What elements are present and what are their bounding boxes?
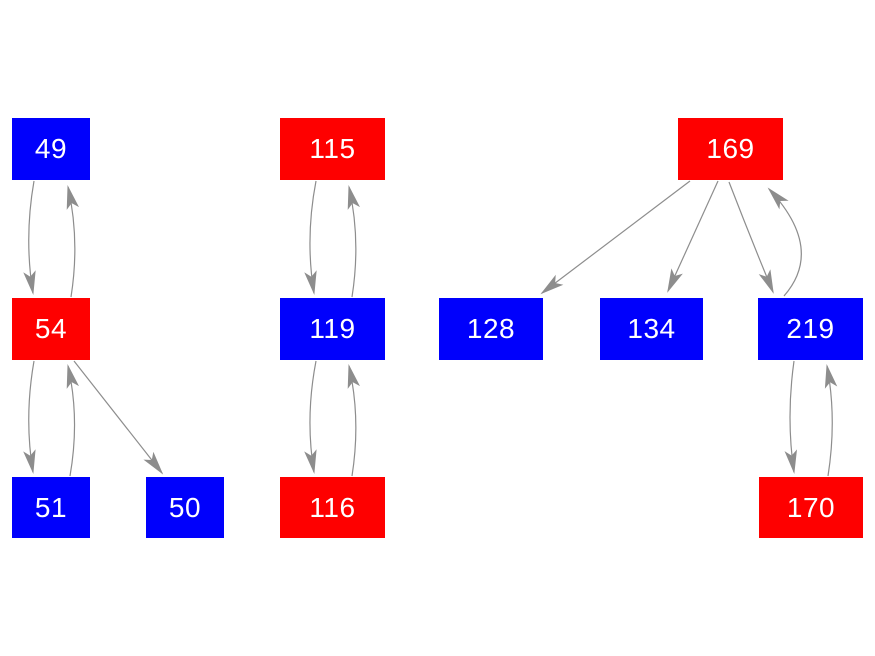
edge-119-115: [347, 185, 360, 298]
edge-116-119: [347, 364, 360, 477]
node-label: 128: [466, 313, 516, 344]
edge-170-219: [824, 364, 838, 477]
edge-219-170: [784, 360, 798, 474]
node-119: 119: [280, 298, 385, 360]
node-label: 169: [706, 133, 755, 164]
edge-169-128: [540, 180, 691, 295]
edge-219-169: [767, 187, 802, 297]
node-label: 119: [309, 313, 356, 344]
node-170: 170: [759, 477, 863, 538]
node-label: 51: [34, 491, 68, 523]
node-49: 49: [12, 118, 90, 180]
node-219: 219: [758, 298, 863, 360]
node-label: 115: [309, 133, 356, 164]
edge-51-54: [66, 364, 79, 477]
edge-119-116: [304, 360, 317, 474]
node-115: 115: [280, 118, 385, 180]
edges-group: [23, 180, 838, 477]
node-label: 170: [786, 491, 836, 523]
edge-54-50: [73, 360, 164, 475]
node-label: 54: [34, 313, 68, 344]
node-label: 49: [34, 133, 68, 164]
node-116: 116: [280, 477, 385, 538]
edge-54-51: [23, 360, 36, 474]
node-label: 219: [786, 313, 835, 344]
node-label: 134: [627, 313, 676, 344]
edge-169-219: [728, 181, 774, 294]
node-51: 51: [12, 477, 90, 538]
node-54: 54: [12, 298, 90, 360]
edge-115-119: [304, 180, 317, 295]
node-50: 50: [146, 477, 224, 538]
node-134: 134: [600, 298, 703, 360]
node-169: 169: [678, 118, 783, 180]
node-label: 116: [309, 491, 356, 523]
edge-54-49: [66, 185, 79, 298]
node-label: 50: [168, 491, 202, 523]
node-128: 128: [439, 298, 543, 360]
edge-49-54: [23, 180, 36, 295]
edge-169-134: [667, 180, 719, 293]
